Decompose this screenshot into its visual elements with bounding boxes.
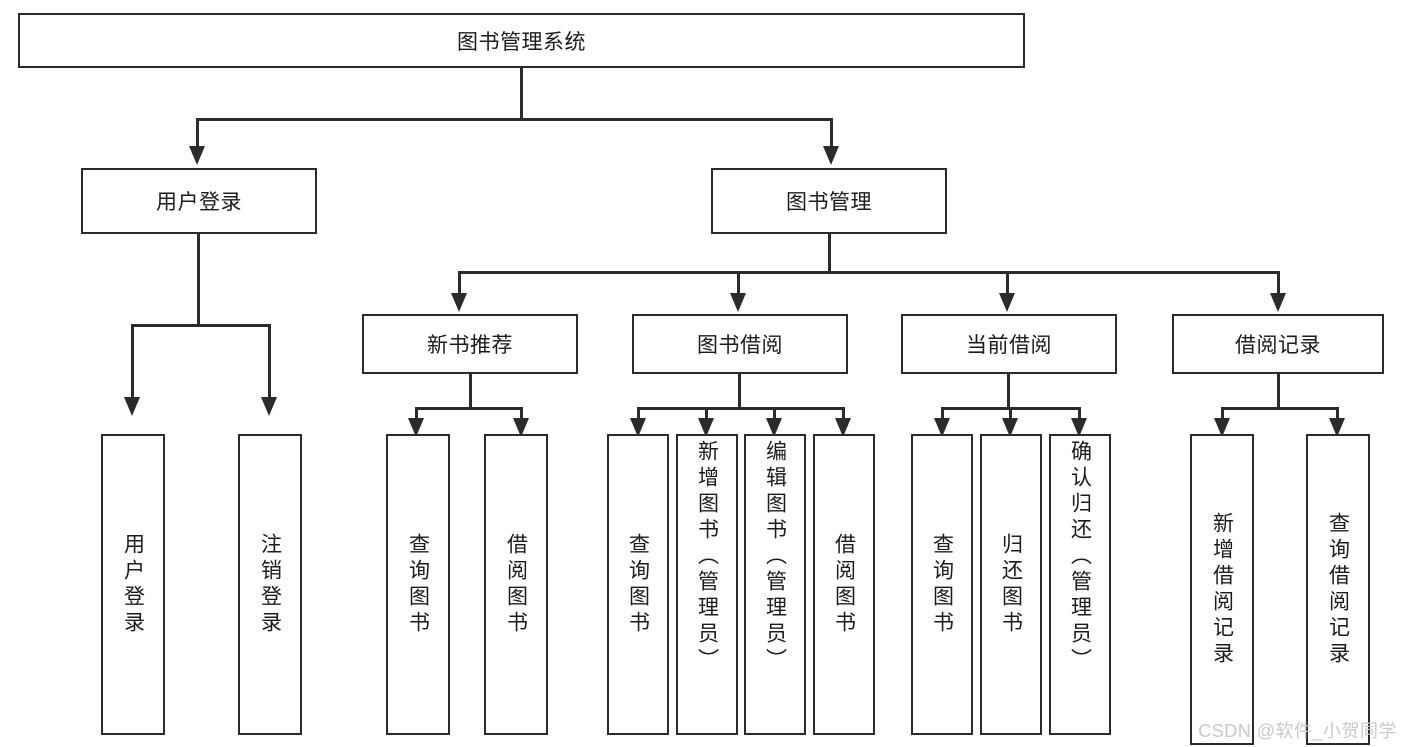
- edge-borrow-record-bus: [1221, 407, 1339, 410]
- node-book-borrow[interactable]: 图书借阅: [632, 314, 848, 374]
- edge-drop-book-manage: [830, 118, 833, 146]
- arrow-book-manage: [823, 146, 839, 165]
- edge-drop-add-book: [705, 407, 708, 418]
- edge-new-book-recommend-bus: [415, 407, 523, 410]
- edge-root-stem: [520, 68, 523, 118]
- edge-drop-current-borrow: [1006, 271, 1009, 293]
- arrow-confirm-return: [1071, 418, 1087, 437]
- edge-drop-confirm-return: [1078, 407, 1081, 418]
- node-user-login[interactable]: 用户登录: [81, 168, 317, 234]
- arrow-borrow-book-1: [513, 418, 529, 437]
- arrow-query-record: [1329, 418, 1345, 437]
- edge-book-borrow-bus: [637, 407, 845, 410]
- edge-drop-new-book-recommend: [458, 271, 461, 293]
- leaf-edit-book[interactable]: 编辑图书（管理员）: [744, 434, 806, 735]
- leaf-borrow-book-2[interactable]: 借阅图书: [813, 434, 875, 735]
- arrow-return-book: [1002, 418, 1018, 437]
- arrow-leaf-logout: [261, 397, 277, 416]
- arrow-borrow-record: [1270, 293, 1286, 312]
- leaf-borrow-book-1[interactable]: 借阅图书: [484, 434, 548, 735]
- node-current-borrow[interactable]: 当前借阅: [901, 314, 1117, 374]
- leaf-query-book-1[interactable]: 查询图书: [386, 434, 450, 735]
- edge-borrow-record-stem: [1277, 374, 1280, 407]
- leaf-return-book[interactable]: 归还图书: [980, 434, 1042, 735]
- edge-book-borrow-stem: [738, 374, 741, 407]
- arrow-new-book-recommend: [451, 293, 467, 312]
- node-root-library-system[interactable]: 图书管理系统: [18, 13, 1025, 68]
- arrow-edit-book: [766, 418, 782, 437]
- leaf-add-book[interactable]: 新增图书（管理员）: [676, 434, 738, 735]
- edge-drop-query-record: [1336, 407, 1339, 418]
- edge-level2-bus: [458, 271, 1280, 274]
- arrow-query-book-2: [630, 418, 646, 437]
- leaf-query-record[interactable]: 查询借阅记录: [1306, 434, 1370, 745]
- edge-drop-add-record: [1221, 407, 1224, 418]
- edge-user-login-bus: [131, 324, 271, 327]
- arrow-query-book-3: [934, 418, 950, 437]
- edge-drop-query-book-3: [941, 407, 944, 418]
- leaf-query-book-2[interactable]: 查询图书: [607, 434, 669, 735]
- arrow-add-book: [698, 418, 714, 437]
- edge-drop-leaf-user-login: [131, 324, 134, 397]
- edge-level1-bus: [196, 118, 833, 121]
- edge-new-book-recommend-stem: [469, 374, 472, 407]
- edge-drop-return-book: [1009, 407, 1012, 418]
- leaf-logout-login[interactable]: 注销登录: [238, 434, 302, 735]
- edge-drop-query-book-1: [415, 407, 418, 418]
- leaf-add-record[interactable]: 新增借阅记录: [1190, 434, 1254, 745]
- edge-drop-borrow-book-2: [842, 407, 845, 418]
- edge-drop-borrow-record: [1277, 271, 1280, 293]
- edge-drop-user-login: [196, 118, 199, 146]
- arrow-add-record: [1214, 418, 1230, 437]
- edge-user-login-stem: [197, 234, 200, 324]
- edge-book-manage-stem: [828, 234, 831, 271]
- edge-drop-leaf-logout: [268, 324, 271, 397]
- arrow-leaf-user-login: [124, 397, 140, 416]
- node-book-manage[interactable]: 图书管理: [711, 168, 947, 234]
- edge-drop-book-borrow: [737, 271, 740, 293]
- leaf-query-book-3[interactable]: 查询图书: [911, 434, 973, 735]
- edge-drop-borrow-book-1: [520, 407, 523, 418]
- node-new-book-recommend[interactable]: 新书推荐: [362, 314, 578, 374]
- edge-current-borrow-stem: [1007, 374, 1010, 407]
- arrow-query-book-1: [408, 418, 424, 437]
- leaf-confirm-return[interactable]: 确认归还（管理员）: [1049, 434, 1111, 735]
- edge-drop-query-book-2: [637, 407, 640, 418]
- leaf-user-login[interactable]: 用户登录: [101, 434, 165, 735]
- edge-drop-edit-book: [773, 407, 776, 418]
- arrow-user-login: [189, 146, 205, 165]
- node-borrow-record[interactable]: 借阅记录: [1172, 314, 1384, 374]
- arrow-book-borrow: [730, 293, 746, 312]
- arrow-borrow-book-2: [835, 418, 851, 437]
- arrow-current-borrow: [999, 293, 1015, 312]
